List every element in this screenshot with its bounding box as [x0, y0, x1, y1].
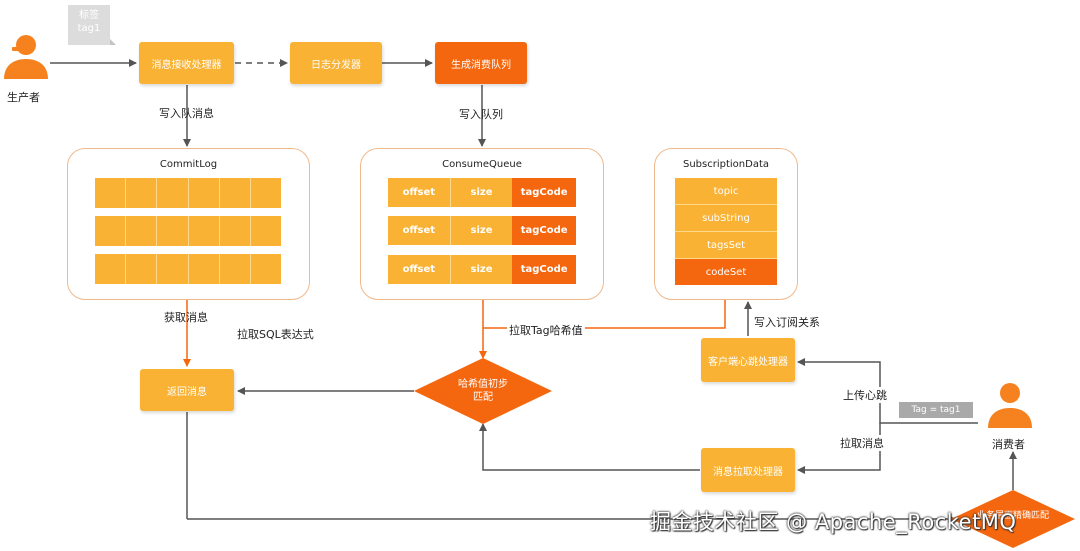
- pull-tag-hash-label: 拉取Tag哈希值: [507, 322, 585, 338]
- upload-heartbeat-label: 上传心跳: [843, 387, 887, 403]
- subscription-field-substring: subString: [675, 205, 777, 232]
- cq-offset-cell: offset: [388, 178, 451, 207]
- producer-label: 生产者: [7, 91, 40, 104]
- commitlog-row: [95, 178, 282, 208]
- cq-size-cell: size: [450, 216, 513, 245]
- producer-icon: [0, 33, 52, 85]
- final-filter-text: 业务层面精确匹配: [976, 511, 1049, 521]
- tag-note-value: tag1: [77, 23, 101, 34]
- subscription-title: SubscriptionData: [682, 159, 769, 170]
- hash-match-line1: 哈希值初步: [458, 379, 508, 390]
- heartbeat-handler-node[interactable]: 客户端心跳处理器: [701, 338, 795, 382]
- get-msg-label: 获取消息: [164, 311, 208, 324]
- consumequeue-title: ConsumeQueue: [442, 159, 522, 170]
- pull-handler-to-hash-edge: [479, 423, 700, 471]
- subscription-field-codeset: codeSet: [675, 259, 777, 285]
- log-dispatcher-node[interactable]: 日志分发器: [290, 42, 382, 84]
- subscription-field-tagsset: tagsSet: [675, 232, 777, 259]
- pull-sql-label: 拉取SQL表达式: [237, 328, 314, 341]
- pull-msg-label: 拉取消息: [840, 435, 884, 451]
- tag-note: 标签 tag1: [68, 5, 116, 45]
- write-sub-label: 写入订阅关系: [754, 316, 820, 329]
- commitlog-row: [95, 254, 282, 284]
- watermark: 掘金技术社区 @ Apache_RocketMQ: [650, 510, 1017, 534]
- msg-receiver-node[interactable]: 消息接收处理器: [139, 42, 234, 84]
- commitlog-row: [95, 216, 282, 246]
- consumequeue-row: offset size tagCode: [388, 255, 576, 284]
- gen-queue-node[interactable]: 生成消费队列: [435, 42, 527, 84]
- pull-handler-node[interactable]: 消息拉取处理器: [701, 448, 795, 492]
- return-msg-node[interactable]: 返回消息: [140, 369, 234, 411]
- cq-tagcode-cell: tagCode: [512, 216, 576, 245]
- cq-tagcode-cell: tagCode: [512, 255, 576, 284]
- consumequeue-row: offset size tagCode: [388, 216, 576, 245]
- subscription-field-topic: topic: [675, 178, 777, 205]
- consumer-tag-label: Tag = tag1: [899, 402, 973, 418]
- cq-size-cell: size: [450, 255, 513, 284]
- final-filter-diamond: [951, 490, 1075, 548]
- hash-match-diamond: [414, 358, 552, 424]
- cq-tagcode-cell: tagCode: [512, 178, 576, 207]
- consumequeue-row: offset size tagCode: [388, 178, 576, 207]
- commitlog-title: CommitLog: [159, 159, 218, 170]
- consumer-label: 消费者: [992, 438, 1025, 451]
- write-msg-label: 写入队消息: [159, 107, 214, 120]
- tag-note-title: 标签: [79, 10, 99, 21]
- cq-offset-cell: offset: [388, 216, 451, 245]
- consumer-icon: [984, 380, 1036, 432]
- hash-match-text: 哈希值初步 匹配: [430, 378, 536, 404]
- cq-size-cell: size: [450, 178, 513, 207]
- write-queue-label: 写入队列: [459, 108, 503, 121]
- cq-offset-cell: offset: [388, 255, 451, 284]
- hash-match-line2: 匹配: [473, 392, 493, 403]
